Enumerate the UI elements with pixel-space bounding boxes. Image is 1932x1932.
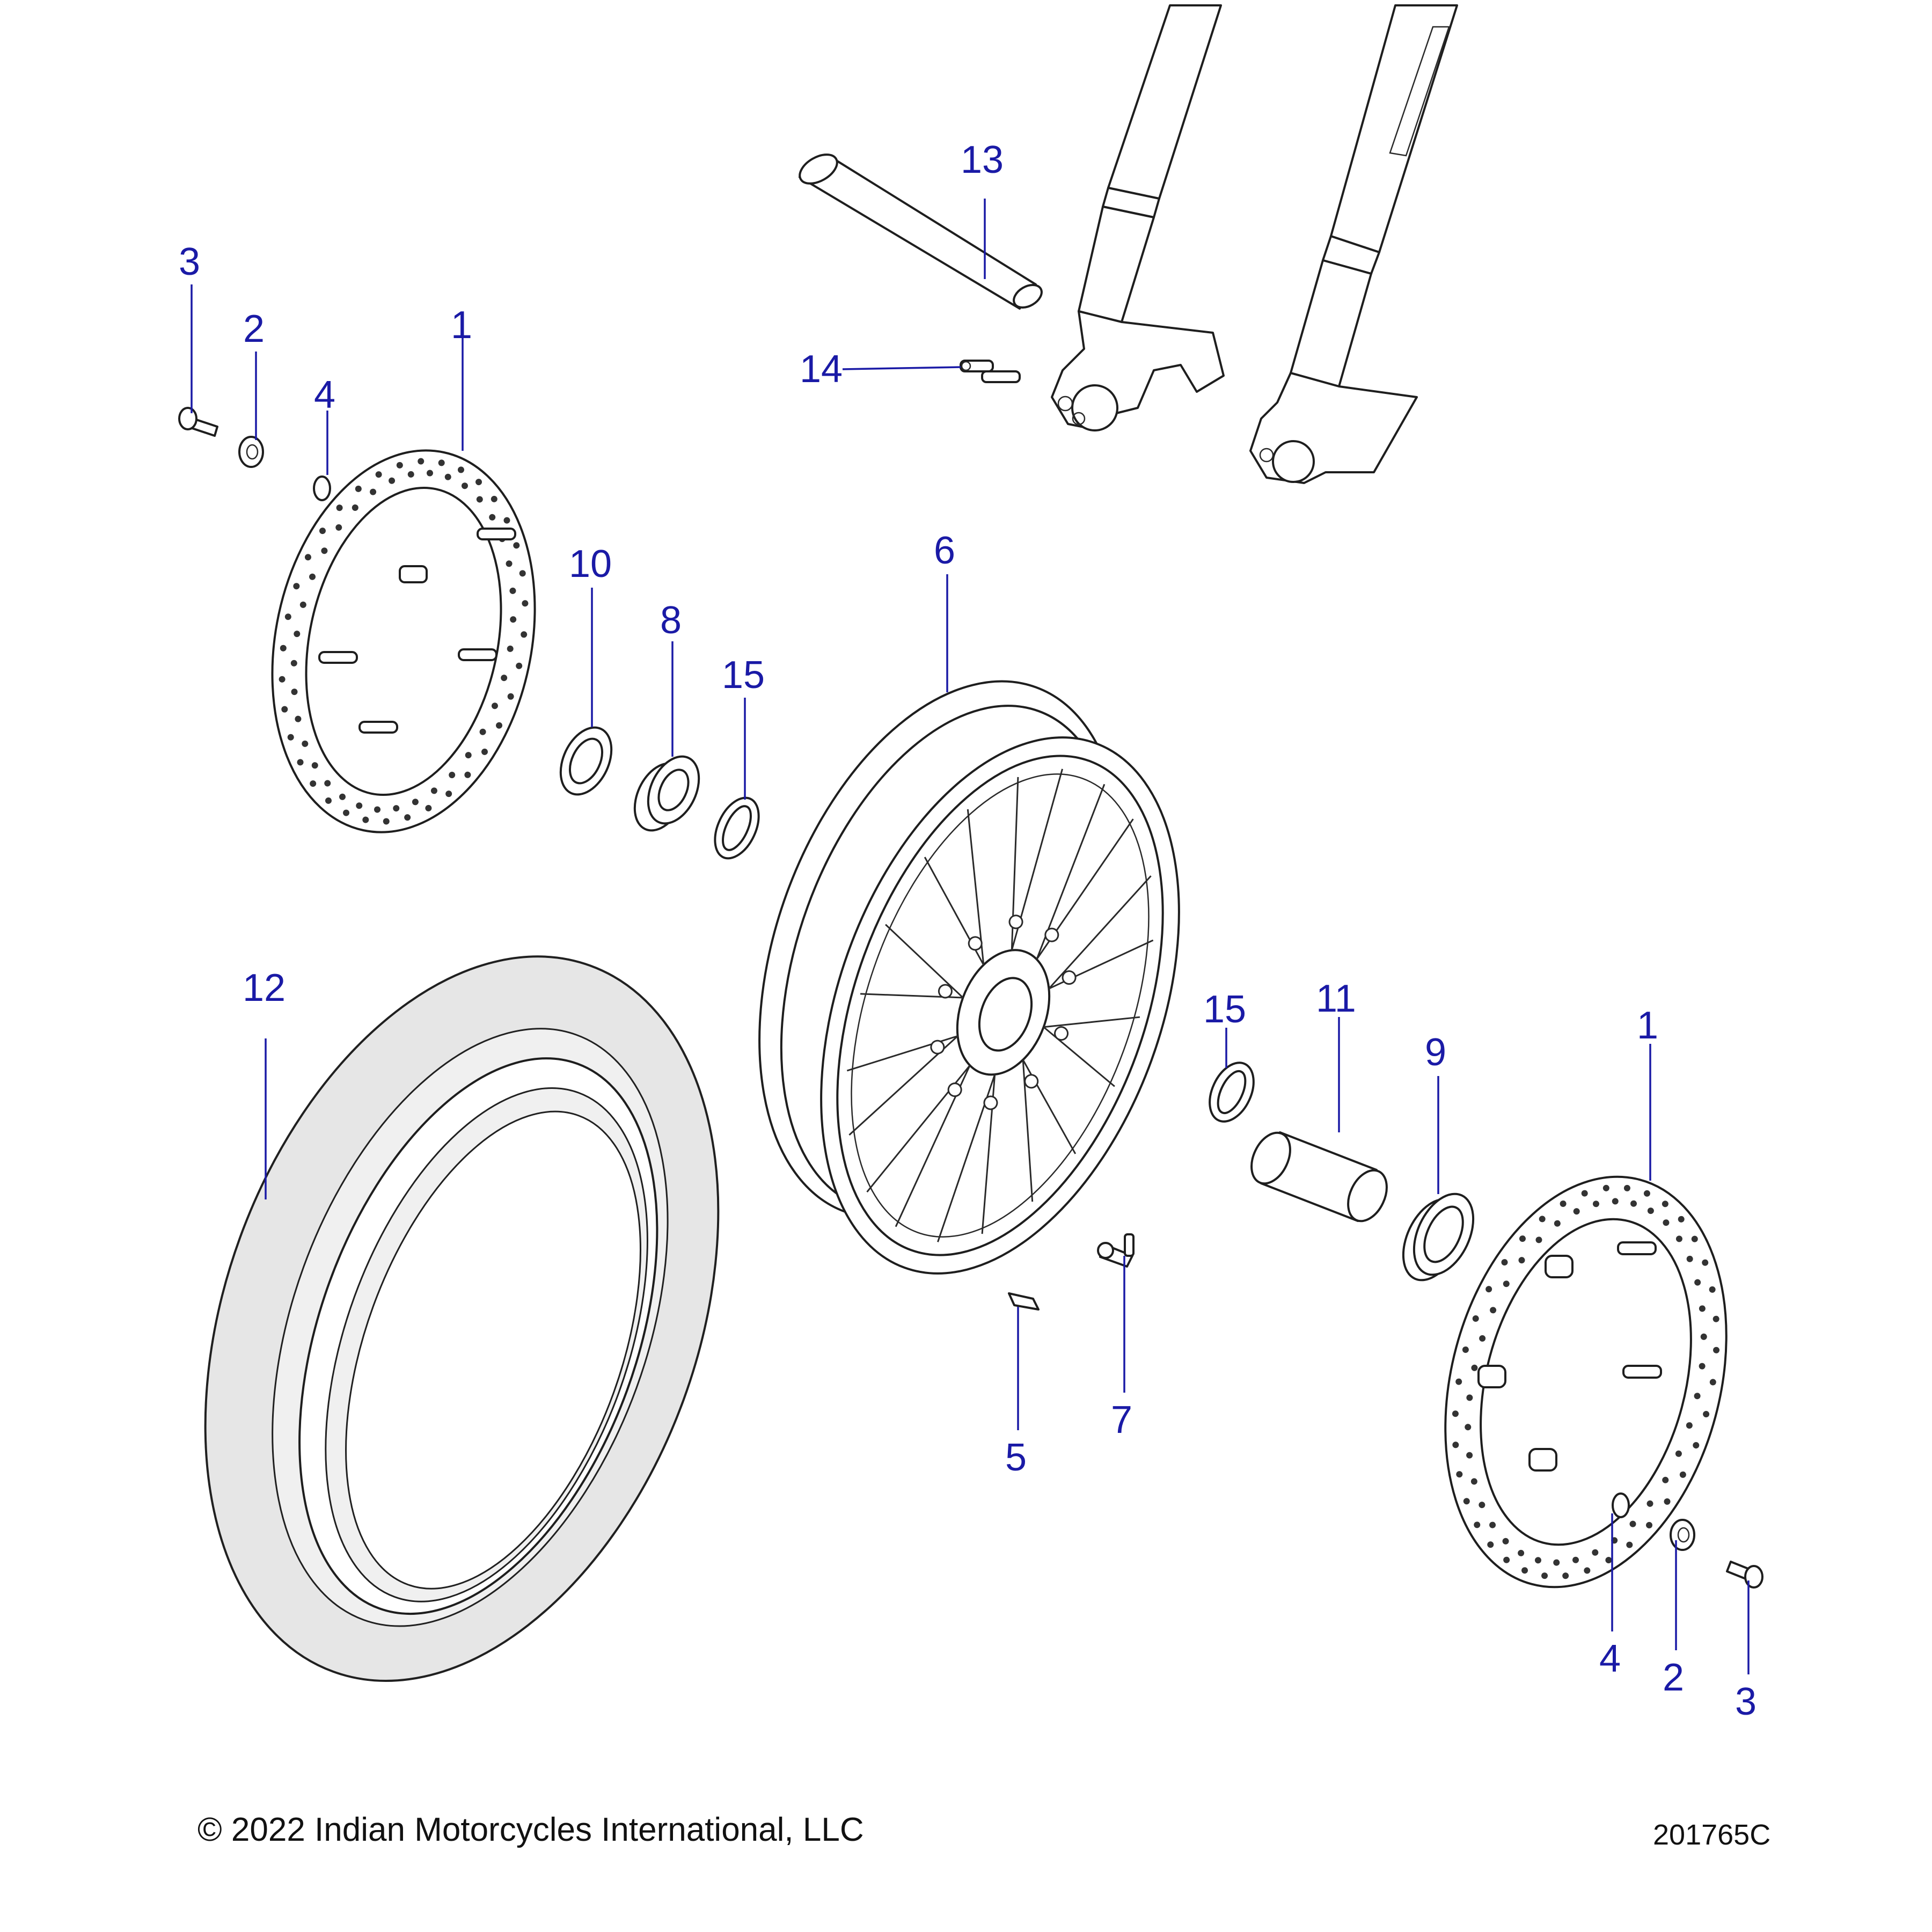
- bearing-spacer-right: [1209, 1062, 1255, 1123]
- callout-10: 10: [569, 543, 612, 586]
- bolt-right: [1726, 1561, 1763, 1589]
- washer-left: [238, 436, 264, 468]
- wheel-seal: [559, 726, 613, 796]
- callouts: 3 2 4 1 10 8 15 6 13 14 12 15 11 9 1 5 7…: [179, 138, 1757, 1723]
- callout-3-left: 3: [179, 240, 200, 283]
- valve-stem: [1097, 1233, 1135, 1268]
- callout-1-right: 1: [1637, 1004, 1658, 1047]
- callout-2-right: 2: [1663, 1656, 1684, 1699]
- pinch-bolts: [960, 360, 1021, 383]
- callout-4-right: 4: [1599, 1637, 1621, 1680]
- callout-9: 9: [1425, 1031, 1446, 1074]
- callout-14: 14: [800, 348, 843, 391]
- callout-8: 8: [660, 599, 682, 642]
- axle-spacer-tube: [1250, 1131, 1388, 1223]
- wheel-bearing-right: [1402, 1192, 1475, 1282]
- drawing-number: 201765C: [1653, 1819, 1771, 1851]
- spacer-ring-left: [313, 475, 331, 501]
- callout-3-right: 3: [1735, 1680, 1757, 1723]
- callout-1-left: 1: [451, 304, 472, 347]
- washer-right: [1670, 1519, 1695, 1551]
- copyright-notice: © 2022 Indian Motorcycles International,…: [197, 1811, 864, 1848]
- callout-13: 13: [961, 138, 1004, 181]
- wheel-bearing-left: [633, 755, 700, 832]
- front-axle: [799, 153, 1043, 310]
- front-fork-assembly: [1051, 4, 1458, 484]
- callout-5: 5: [1005, 1436, 1027, 1479]
- callout-2-left: 2: [243, 308, 265, 350]
- callout-12: 12: [243, 967, 286, 1009]
- callout-15-right: 15: [1203, 988, 1246, 1031]
- bolt-left: [178, 407, 218, 437]
- brake-disc-left: [271, 449, 536, 833]
- front-tire: [204, 955, 720, 1682]
- balance-weight: [1008, 1292, 1040, 1311]
- callout-11: 11: [1316, 977, 1356, 1020]
- spacer-ring-right: [1612, 1492, 1630, 1518]
- leader-lines: [191, 199, 1750, 1674]
- callout-15-left: 15: [722, 654, 765, 697]
- front-wheel-rim: [758, 680, 1180, 1275]
- disc-studs-left: [318, 528, 516, 734]
- callout-4-left: 4: [314, 374, 335, 416]
- callout-6: 6: [934, 529, 955, 572]
- callout-7: 7: [1111, 1399, 1132, 1441]
- disc-studs-right: [1477, 1241, 1662, 1472]
- bearing-spacer-left: [714, 796, 760, 860]
